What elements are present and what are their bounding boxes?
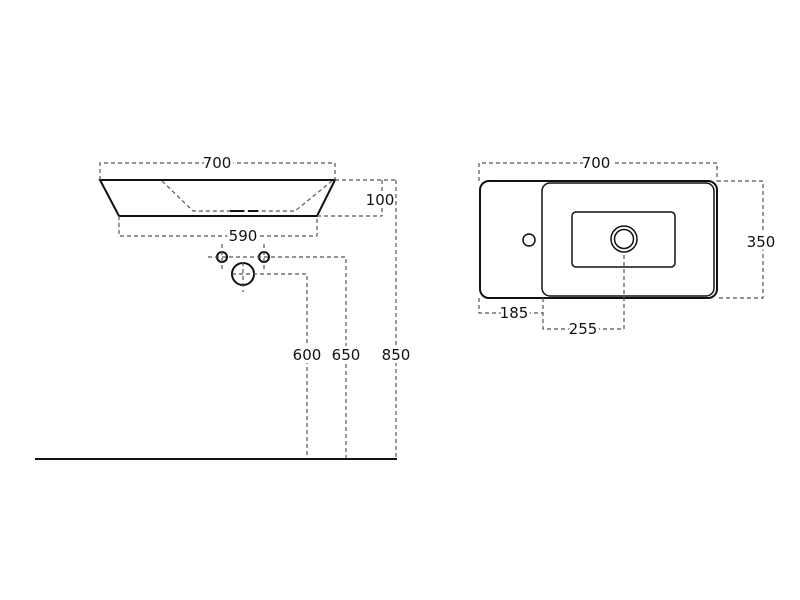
bowl-inner-hidden-line [161,180,333,212]
dim-drain-offset: 255 [569,320,598,338]
dim-supply-height: 650 [332,346,361,364]
dim-line-590 [118,216,318,237]
dim-width: 700 [582,154,611,172]
drain-outer [610,225,638,253]
dim-line-top-700 [478,162,718,181]
tap-hole [522,233,536,247]
drain-inner [613,228,635,250]
top-view: 700 350 185 255 [478,151,778,341]
basin-outline [479,180,718,299]
dim-width-top: 700 [203,154,232,172]
dim-waste-height: 600 [293,346,322,364]
dim-depth: 350 [747,233,776,251]
dim-height: 100 [366,191,395,209]
bowl-outline [541,182,715,297]
dim-tap-offset: 185 [500,304,529,322]
bowl-bottom [571,211,676,268]
dim-line-700 [99,162,336,180]
dim-lines-185-255 [478,252,625,330]
dim-width-bottom: 590 [229,227,258,245]
side-view: 700 100 590 600 650 850 [35,151,413,460]
dim-line-350 [717,180,764,299]
dim-top-height: 850 [382,346,411,364]
dim-line-100 [317,179,396,217]
pipe-dim-lines [208,244,347,459]
basin-side-outline [98,179,337,217]
